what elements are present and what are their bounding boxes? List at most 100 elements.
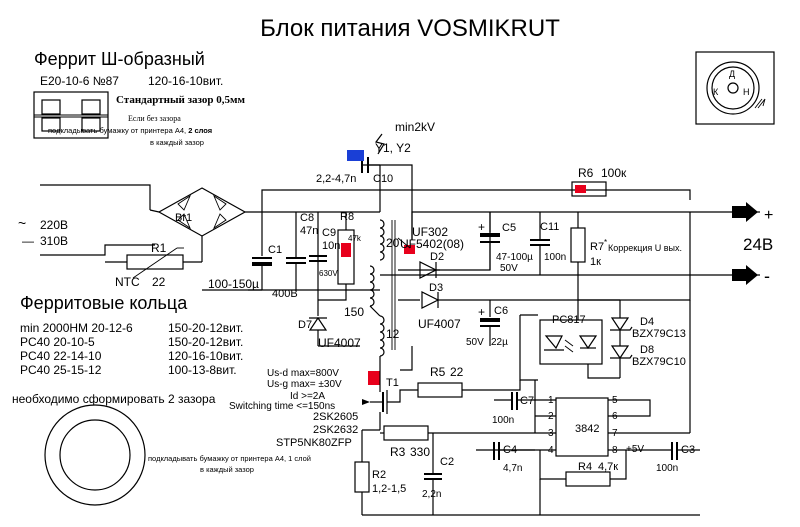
- c8-volt: 400В: [272, 288, 298, 300]
- terminal-plus-label: +: [764, 207, 773, 224]
- rings-row-3-turns: 120-16-10вит.: [168, 349, 243, 363]
- c9-volt: 630V: [319, 269, 338, 278]
- ferrite-e-no-gap: Если без зазора: [128, 114, 181, 123]
- d2-type-b: UF5402(08): [400, 237, 464, 251]
- optocoupler-pc817: [539, 319, 603, 365]
- capacitor-c5: [480, 212, 500, 270]
- rings-row-3-core: PC40 22-14-10: [20, 349, 102, 363]
- r2-label: R2: [372, 469, 386, 481]
- pinout-icon: Д К Н: [695, 51, 775, 125]
- r7-label: R7: [590, 241, 604, 253]
- capacitor-c1: [252, 212, 272, 290]
- d7-type: UF4007: [318, 336, 361, 350]
- resistor-r4: [565, 471, 611, 487]
- resistor-r2: [354, 430, 370, 515]
- dc-310-prefix: —: [22, 234, 34, 248]
- transformer-t1-windings: [369, 212, 413, 357]
- mosfet-m3: STP5NK80ZFP: [276, 437, 352, 449]
- terminal-plus-icon: [732, 202, 758, 222]
- rings-table: min 2000HM 20-12-6 150-20-12вит. PC40 20…: [20, 321, 243, 377]
- r3-value: 330: [410, 445, 430, 459]
- winding-pri-turns: 150: [344, 305, 364, 319]
- rings-row-4-core: PC40 25-15-12: [20, 363, 102, 377]
- d2-type-a: UF302: [412, 225, 448, 239]
- capacitor-c8: [286, 212, 306, 290]
- capacitor-c10: [347, 150, 369, 173]
- zener-d8: [610, 345, 633, 360]
- rings-heading: Ферритовые кольца: [20, 293, 188, 313]
- mosfet-usd: Us-d max=800V: [267, 368, 339, 379]
- ntc-value: 22: [152, 275, 166, 289]
- c4-value: 4,7n: [503, 463, 522, 474]
- mosfet-m2: 2SK2632: [313, 424, 358, 436]
- page-title: Блок питания VOSMIKRUT: [260, 15, 560, 42]
- r1-label: R1: [151, 241, 167, 255]
- mosfet-id: Id >=2A: [290, 391, 325, 402]
- c1-value: 100-150µ: [208, 277, 259, 291]
- rings-row-1-turns: 150-20-12вит.: [168, 321, 243, 335]
- pinout-k: К: [713, 87, 719, 97]
- c11-label: C11: [540, 221, 559, 233]
- terminal-minus-icon: [732, 265, 758, 285]
- hv-strike-label: min2kV: [395, 120, 435, 134]
- c5-plus: +: [478, 220, 485, 234]
- c10-label: C10: [373, 173, 393, 185]
- c3-value: 100n: [656, 463, 678, 474]
- ferrite-e-turns: 120-16-10вит.: [148, 74, 223, 88]
- r5-value: 22: [450, 365, 464, 379]
- rings-row-2-turns: 150-20-12вит.: [168, 335, 243, 349]
- d7-label: D7: [298, 319, 312, 331]
- c8-value: 47n: [300, 225, 318, 237]
- d2-hot-marker: [404, 245, 415, 254]
- c2-label: C2: [440, 456, 454, 468]
- d2-pointer: [397, 237, 411, 249]
- c6-value: 22µ: [491, 337, 508, 348]
- e-core-icon: [33, 91, 109, 139]
- c7-value: 100n: [492, 415, 514, 426]
- c1-label: C1: [268, 244, 282, 256]
- r7-mark: *: [604, 238, 607, 247]
- capacitor-c11: [530, 212, 550, 275]
- mosfet-usg: Us-g max= ±30V: [267, 379, 342, 390]
- c11-value: 100n: [544, 252, 566, 263]
- c7-label: C7: [520, 395, 534, 407]
- terminal-minus-label: -: [764, 266, 770, 286]
- capacitor-c4: [493, 442, 500, 460]
- c4-label: C4: [503, 444, 517, 456]
- rings-row-2-core: PC40 20-10-5: [20, 335, 95, 349]
- c9-value: 10n: [322, 240, 340, 252]
- mosfet-sw: Switching time <=150ns: [229, 401, 335, 412]
- ferrite-e-paper-note: подкладывать бумажку от принтера А4, 2 с…: [48, 126, 212, 135]
- ferrite-e-core: E20-10-6 №87: [40, 74, 119, 88]
- zener-d4: [610, 317, 633, 332]
- output-voltage: 24В: [743, 235, 773, 254]
- rings-paper-note: подкладывать бумажку от принтера А4, 1 с…: [148, 454, 311, 463]
- c5-value: 47-100µ: [496, 252, 533, 263]
- c6-label: C6: [494, 305, 508, 317]
- toroid-icon: [44, 404, 146, 506]
- c2-value: 2,2n: [422, 489, 441, 500]
- ic-label: 3842: [575, 423, 599, 435]
- r4-value: 4,7к: [598, 461, 618, 473]
- winding-sec-turns: 12: [386, 327, 400, 341]
- c6-volt: 50V: [466, 337, 484, 348]
- d3-type: UF4007: [418, 317, 461, 331]
- c6-plus: +: [478, 305, 485, 319]
- c8-label: C8: [300, 212, 314, 224]
- rings-gap-note: необходимо сформировать 2 зазора: [12, 392, 216, 406]
- t1-hot-marker: [368, 371, 380, 385]
- c9-label: C9: [322, 227, 336, 239]
- r2-value: 1,2-1,5: [372, 483, 406, 495]
- resistor-r7: [570, 212, 586, 263]
- rings-row-4-turns: 100-13-8вит.: [168, 363, 237, 377]
- ferrite-e-heading: Феррит Ш-образный: [34, 49, 205, 69]
- rings-paper-note-2: в каждый зазор: [200, 465, 254, 474]
- r3-label: R3: [390, 445, 406, 459]
- d3-label: D3: [429, 282, 443, 294]
- t1-label: T1: [386, 377, 399, 389]
- d2-label: D2: [430, 251, 444, 263]
- r8-hot-marker: [341, 243, 351, 257]
- br1-label: Br1: [175, 212, 192, 224]
- pinout-d: Д: [729, 69, 735, 79]
